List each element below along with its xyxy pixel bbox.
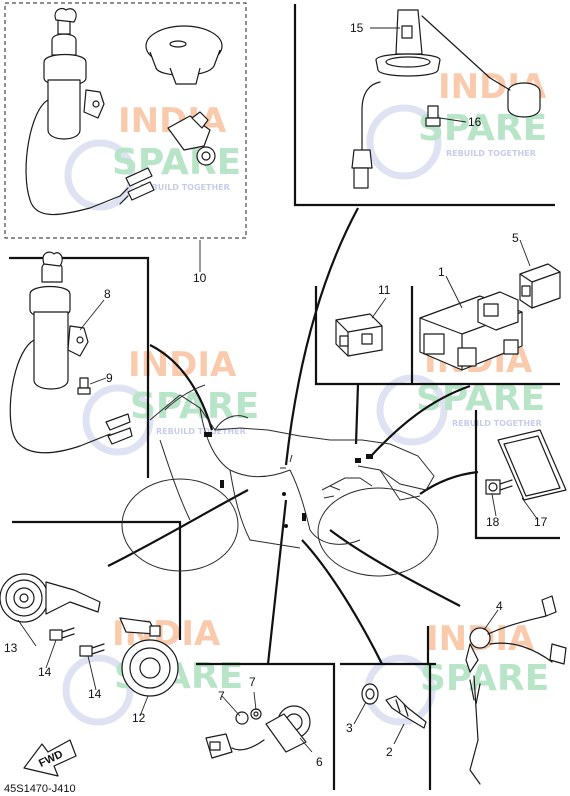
neutral-switch-drawing: [205, 705, 311, 759]
stop-switch-drawing: [465, 595, 567, 785]
callout-7-right: 7: [249, 675, 256, 689]
callout-8: 8: [104, 287, 111, 301]
watermark-tagline: REBUILD TOGETHER: [156, 427, 246, 436]
motorcycle-outline: [121, 384, 439, 577]
watermark-tagline: REBUILD TOGETHER: [140, 183, 230, 192]
leader-cdi: [371, 384, 471, 456]
divider-stop-switch: [426, 626, 436, 666]
callout-7-left: 7: [218, 689, 225, 703]
callout-leaders: [17, 27, 539, 753]
leader-reflector: [419, 470, 479, 495]
callout-labels: 1 2 3 4 5 6 7 7 8 9 10 11 12 13 14 14 15…: [4, 21, 548, 769]
reflector-drawing: [485, 429, 567, 501]
ignition-switch-kit-drawing: [25, 7, 223, 216]
leader-main-switch: [149, 344, 214, 431]
horn-right-drawing: [119, 617, 179, 697]
divider-relay: [314, 286, 414, 386]
ignition-kit-box: [4, 2, 247, 239]
divider-horn: [12, 520, 182, 640]
watermark-middle-left: INDIA SPARE REBUILD TOGETHER: [82, 345, 259, 456]
leader-fuel-sender: [284, 207, 359, 466]
relay-drawing: [335, 313, 383, 357]
callout-12: 12: [132, 711, 146, 725]
callout-11: 11: [378, 283, 391, 297]
callout-14-right: 14: [88, 687, 102, 701]
horn-left-drawing: [0, 573, 101, 623]
cdi-unit-drawing: [419, 291, 523, 371]
callout-18: 18: [486, 515, 500, 529]
spark-plug-drawing: [361, 683, 427, 729]
callout-4: 4: [496, 599, 503, 613]
watermark-line2: SPARE: [130, 386, 259, 427]
callout-10: 10: [193, 271, 207, 285]
callout-2: 2: [386, 745, 393, 759]
leader-neutral-switch: [266, 499, 288, 665]
main-switch-drawing: [9, 251, 133, 454]
leader-stop-switch: [329, 529, 461, 607]
callout-9: 9: [106, 371, 113, 385]
callout-6: 6: [316, 755, 323, 769]
callout-13: 13: [4, 641, 18, 655]
fuel-sender-unit-drawing: [351, 9, 541, 189]
callout-5: 5: [512, 231, 519, 245]
leader-horn: [107, 489, 249, 567]
callout-1: 1: [438, 265, 445, 279]
watermark-line2: SPARE: [420, 658, 549, 699]
fwd-arrow-icon: FWD: [23, 739, 77, 777]
watermark-line1: INDIA: [128, 345, 237, 385]
callout-3: 3: [346, 721, 353, 735]
connector-drawing: [519, 263, 561, 309]
divider-reflector: [474, 410, 560, 540]
callout-15: 15: [350, 21, 364, 35]
divider-plug: [340, 662, 432, 790]
callout-16: 16: [468, 115, 482, 129]
divider-fuel-sender: [293, 4, 555, 207]
drawing-code: 45S1470-J410: [4, 783, 76, 795]
watermark-tagline: REBUILD TOGETHER: [446, 149, 536, 158]
leader-plug: [301, 539, 383, 665]
divider-neutral-switch: [196, 662, 336, 790]
horn-bolts-drawing: [49, 627, 105, 657]
callout-17: 17: [534, 515, 548, 529]
leader-relay: [354, 383, 360, 445]
callout-14-left: 14: [38, 665, 52, 679]
watermark-tagline: REBUILD TOGETHER: [452, 419, 542, 428]
